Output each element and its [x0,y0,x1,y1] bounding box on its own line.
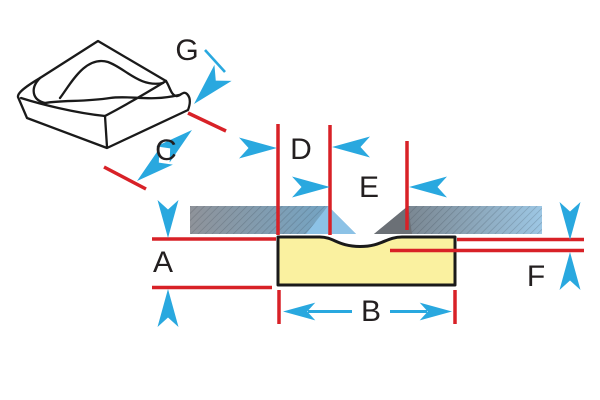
dim-g-leader-line [204,49,226,73]
dimension-label-a: A [152,246,174,279]
sketch-left-end-groove-profile [32,76,47,105]
sketch-front-top-edge [19,96,107,118]
right-plate-hatching [408,206,542,234]
dim-c-lower-tick [103,165,147,191]
dim-a-arrow-bottom [157,289,179,327]
dim-d-arrow-right [332,136,370,158]
dimension-label-f: F [526,260,546,293]
dimension-label-g: G [175,34,199,67]
dimension-arrows [130,49,581,327]
dim-e-arrow-right [409,176,447,198]
backing-bar [276,235,457,287]
dim-f-arrow-top [559,202,581,240]
sketch-groove-far-rim [58,59,165,100]
isometric-backing-bar-sketch [16,39,191,150]
dim-d-arrow-left [239,137,277,159]
dim-f-arrow-bottom [559,252,581,290]
right-plate [374,206,542,234]
dim-a-arrow-top [157,200,179,238]
dimension-label-d: D [290,133,312,166]
left-plate-hatching [190,206,328,234]
dimension-label-b: B [360,295,382,328]
dimension-lines [103,111,584,324]
dim-e-arrow-left [292,176,330,198]
right-plate-bevel-face [374,206,412,234]
sketch-front-corner-edge [103,114,109,149]
dim-b-arrow [283,302,452,321]
dimension-label-c: C [155,134,177,167]
sketch-silhouette [16,39,191,150]
sketch-groove-near-rim [43,93,181,105]
left-plate [190,206,356,234]
dimension-label-e: E [358,171,380,204]
dim-c-upper-tick [187,111,227,133]
